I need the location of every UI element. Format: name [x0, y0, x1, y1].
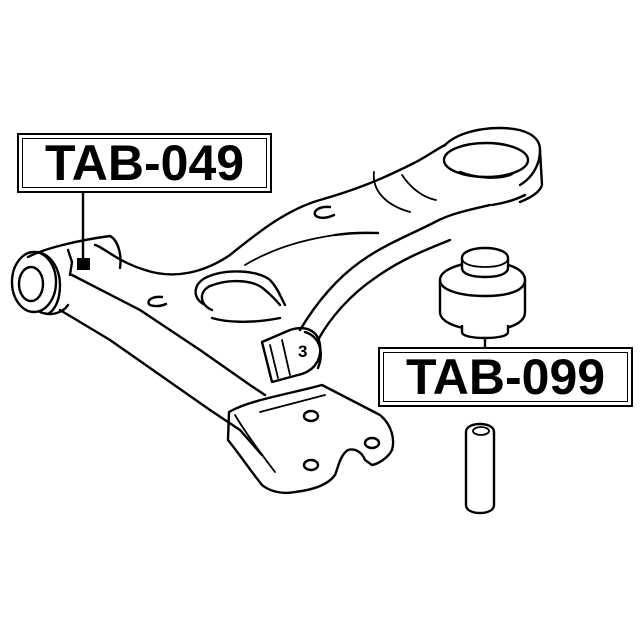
part-label-tab-049: TAB-049 — [17, 133, 272, 193]
lower-control-arm — [58, 143, 492, 457]
part-label-tab-099: TAB-099 — [378, 347, 633, 407]
stabilizer-clip — [194, 270, 287, 323]
inner-sleeve — [464, 422, 496, 515]
front-bushing — [438, 246, 527, 349]
front-bushing-eye — [442, 126, 544, 207]
rear-bushing-sleeve — [10, 234, 122, 316]
callout-3: 3 — [298, 342, 307, 361]
ball-joint-plate — [226, 383, 395, 495]
ball-joint-tab: 3 — [260, 326, 322, 384]
leader-line-tab-049 — [77, 191, 90, 270]
